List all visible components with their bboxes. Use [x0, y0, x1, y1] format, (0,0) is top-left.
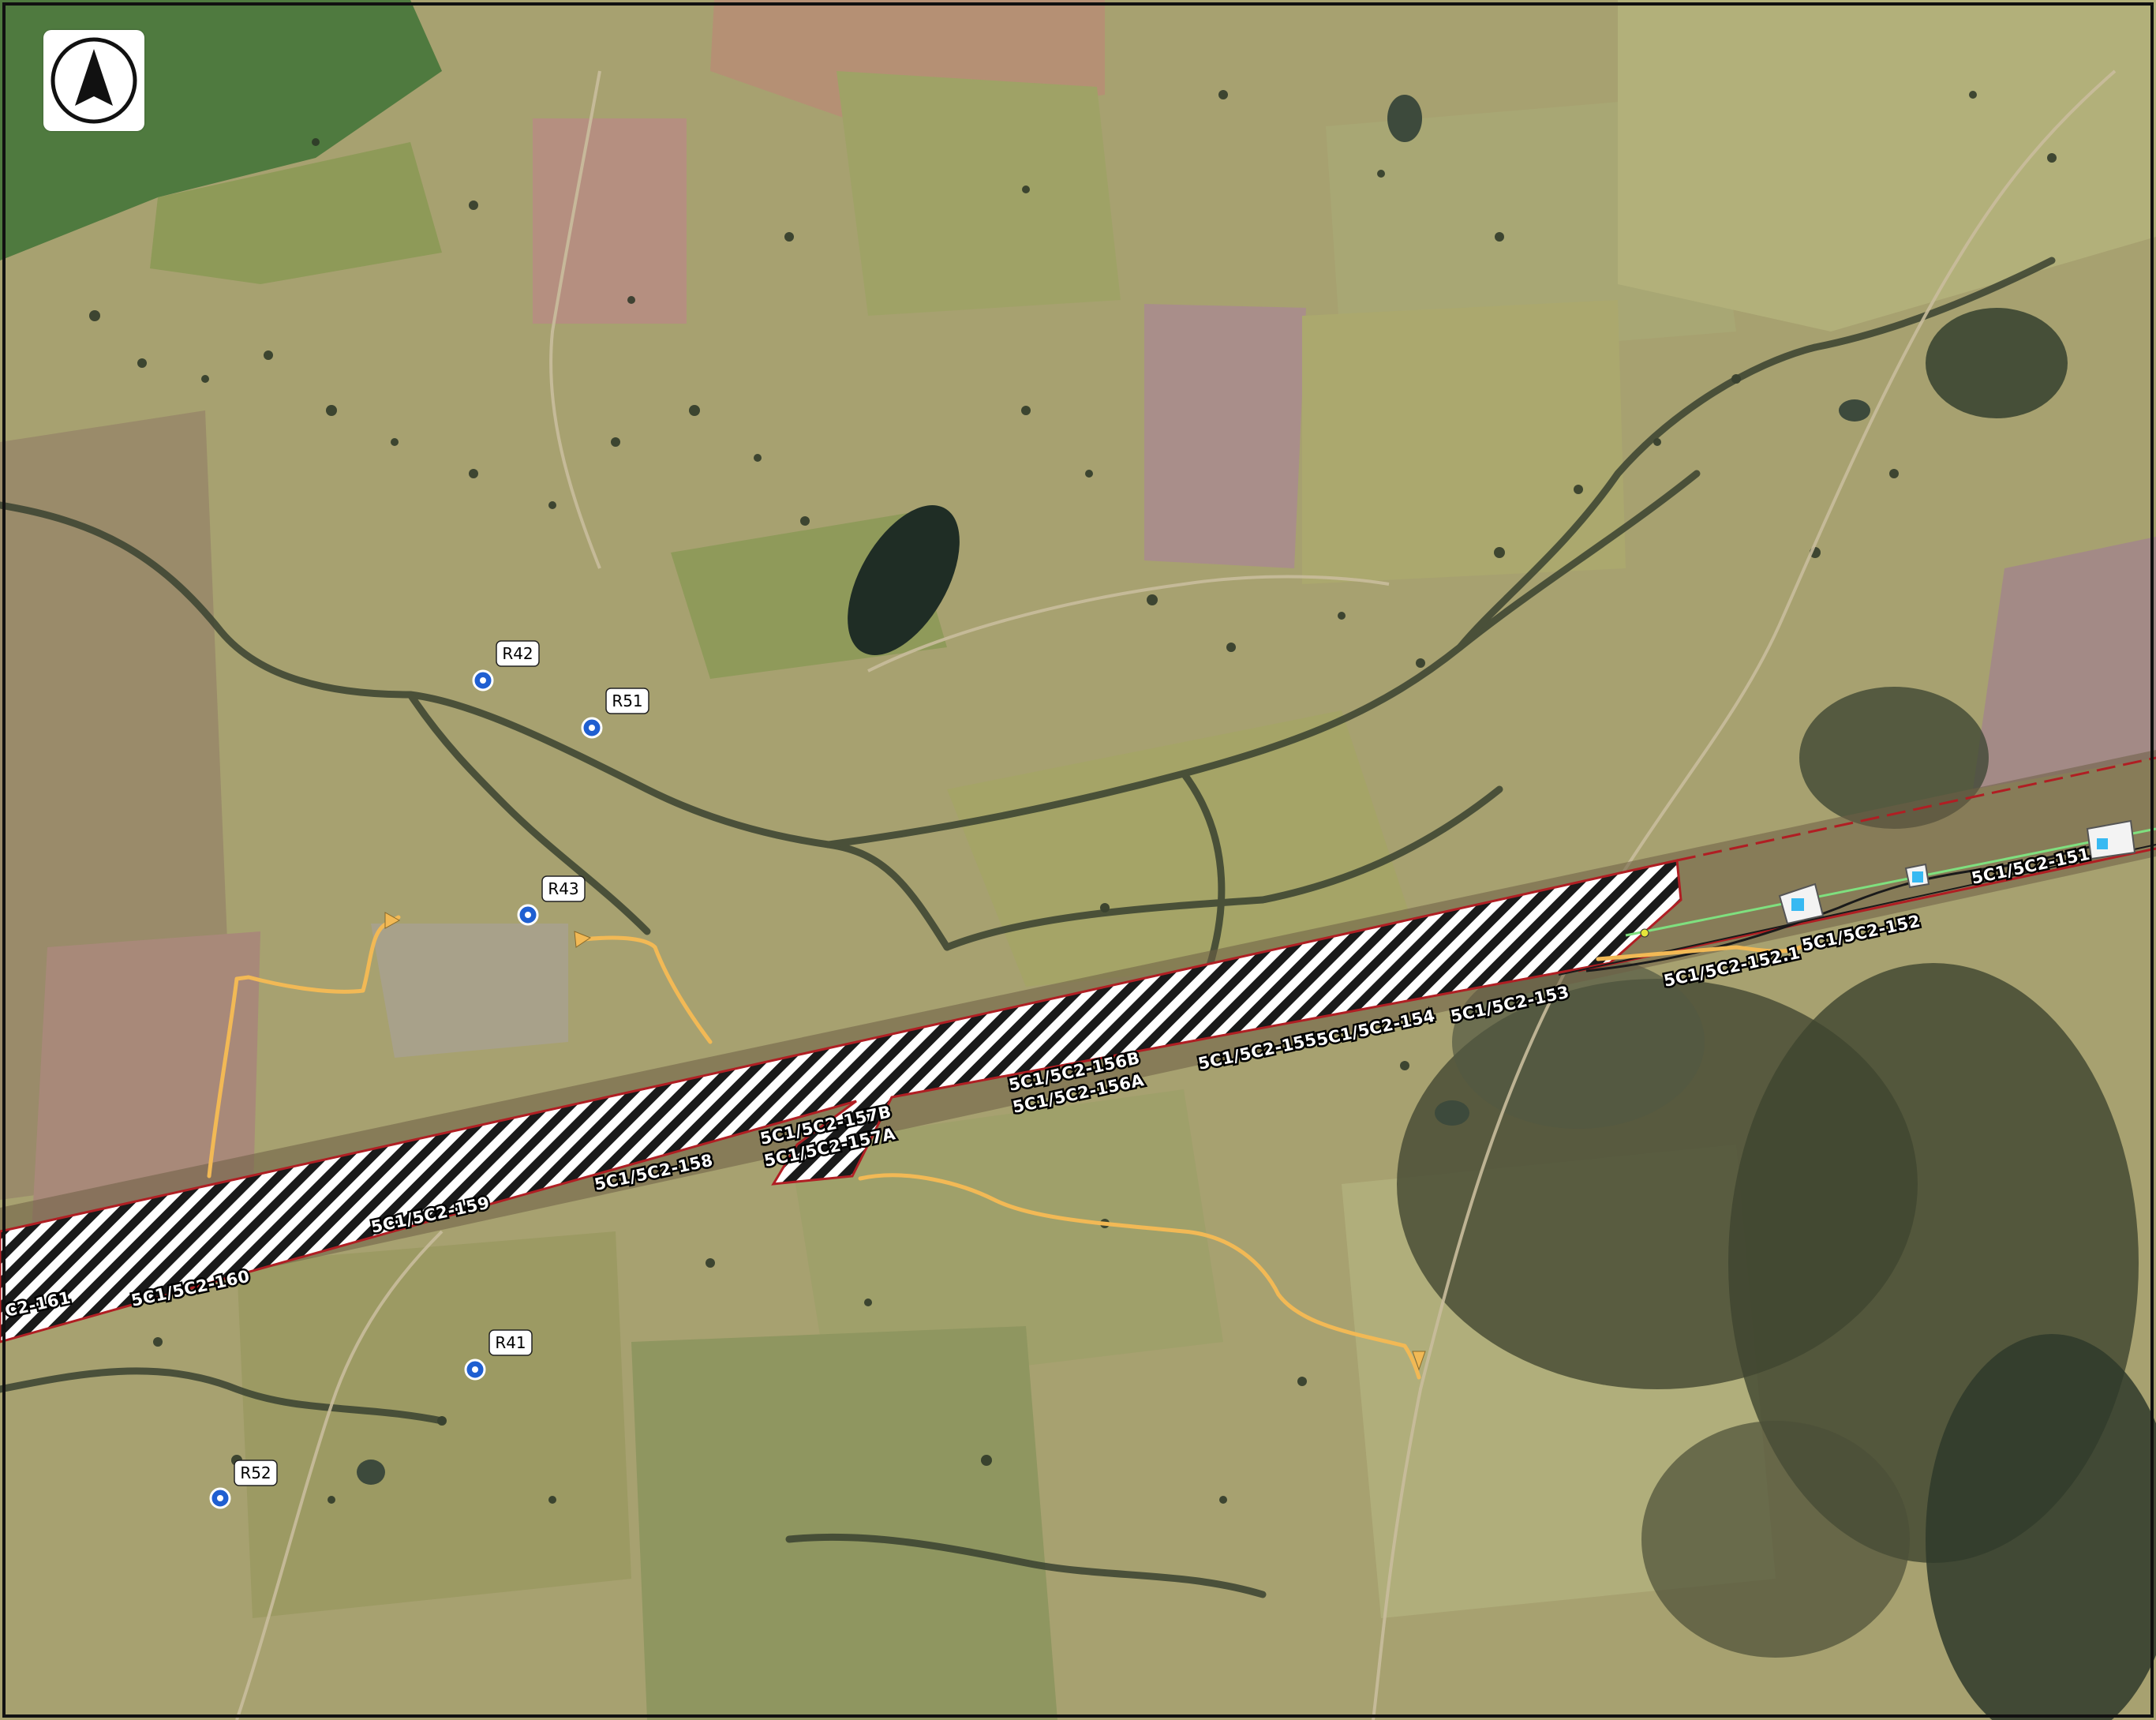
receiver-r41[interactable]: R41	[464, 1329, 533, 1381]
receiver-r42[interactable]: R42	[472, 640, 540, 691]
dams	[357, 95, 1870, 1485]
receiver-label: R51	[612, 691, 642, 710]
receiver-label: R52	[240, 1463, 271, 1482]
receiver-r52[interactable]: R52	[209, 1460, 278, 1509]
access-track-end-markers	[384, 912, 1426, 1371]
north-arrow-icon	[51, 37, 137, 124]
north-arrow	[43, 30, 144, 131]
receiver-label: R41	[495, 1333, 526, 1352]
structure-pads	[1640, 819, 2136, 938]
scattered-trees	[89, 90, 2057, 1504]
bushland	[848, 308, 2156, 1720]
receiver-markers: R42 R51 R43 R41 R52	[209, 640, 649, 1509]
access-tracks	[207, 915, 1810, 1380]
receiver-label: R43	[548, 879, 578, 898]
roads	[235, 69, 2117, 1720]
hatched-construction-corridor	[0, 859, 1683, 1343]
alignment-line	[1625, 827, 2156, 937]
receiver-label: R42	[502, 644, 533, 663]
receiver-r43[interactable]: R43	[517, 875, 586, 926]
receiver-r51[interactable]: R51	[581, 688, 649, 739]
